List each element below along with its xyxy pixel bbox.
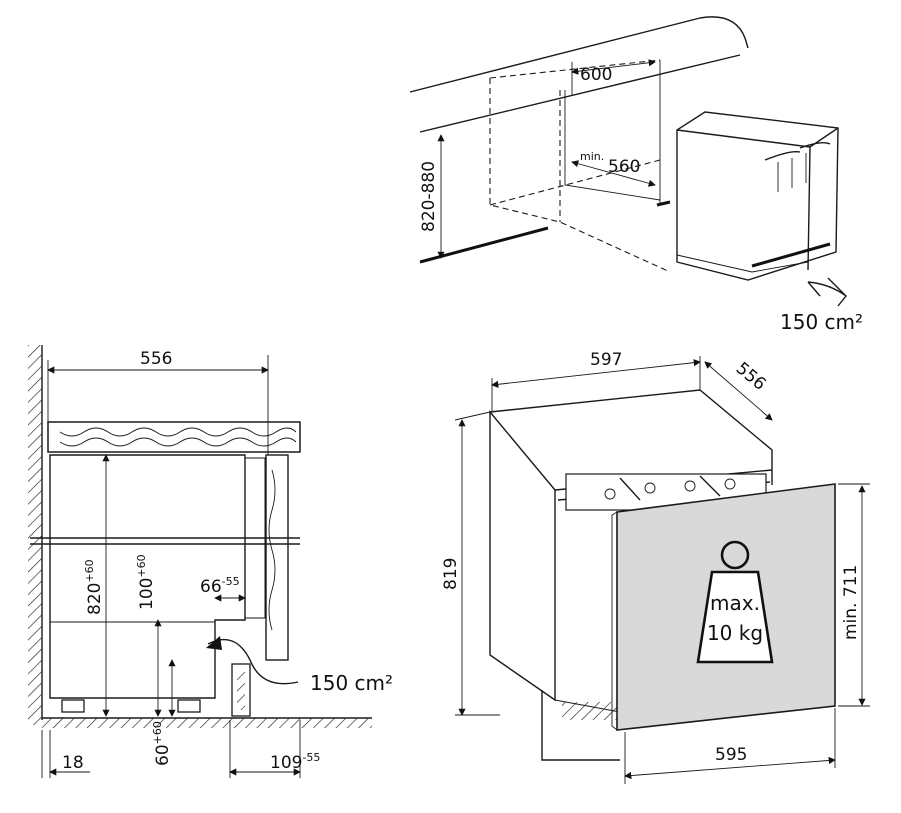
svg-text:66-55: 66-55 (200, 575, 240, 597)
foot-rear (61, 699, 85, 713)
dim-820-880: 820-880 (419, 161, 439, 232)
svg-text:820+60: 820+60 (83, 559, 105, 615)
dim-560: 560 (608, 157, 640, 177)
dim-819: 819 (441, 558, 461, 590)
svg-text:109-55: 109-55 (270, 751, 320, 773)
dim-109-tol: -55 (302, 751, 320, 764)
vent-area-side: 150 cm² (310, 671, 393, 695)
front-view: max. 10 kg 597 556 819 min. 711 595 (441, 350, 870, 784)
dim-556-side: 556 (140, 349, 172, 369)
vent-area-top: 150 cm² (780, 310, 863, 334)
dim-66-tol: -55 (222, 575, 240, 588)
weight-line1: max. (710, 591, 760, 615)
appliance-box (676, 111, 839, 281)
worktop-section (47, 421, 301, 453)
dim-min-711: min. 711 (841, 565, 861, 640)
plinth-line (419, 226, 549, 264)
furniture-door-section (265, 454, 289, 661)
vent-grille (231, 663, 251, 717)
svg-text:100+60: 100+60 (135, 554, 157, 610)
foot-front (177, 699, 201, 713)
svg-text:60+60: 60+60 (151, 721, 173, 766)
airflow-curve-icon (207, 638, 299, 685)
airflow-arrow-icon (807, 277, 847, 307)
dim-100: 100 (137, 578, 157, 610)
dim-min-label: min. (580, 150, 604, 163)
dim-109: 109 (270, 753, 302, 773)
weight-line2: 10 kg (707, 621, 763, 645)
appliance-section (49, 454, 246, 699)
top-view: 820-880 600 min. 560 150 cm² (409, 16, 863, 334)
weight-icon (696, 540, 774, 664)
dim-60: 60 (153, 744, 173, 766)
dim-597: 597 (590, 350, 622, 370)
cabinet-side (489, 410, 556, 702)
dim-820-tol: +60 (83, 559, 96, 582)
dim-60-tol: +60 (151, 721, 164, 744)
dim-66: 66 (200, 577, 222, 597)
dim-556-front: 556 (732, 359, 770, 395)
dim-600: 600 (580, 65, 612, 85)
dim-18: 18 (62, 753, 84, 773)
wall-hatch (28, 345, 42, 725)
dim-100-tol: +60 (135, 554, 148, 577)
floor-hatch (42, 718, 372, 728)
dim-820: 820 (85, 583, 105, 615)
worktop-edge (409, 16, 749, 93)
side-view: 556 820+60 100+60 66-55 60+60 18 109-55 … (28, 345, 393, 778)
dim-595: 595 (715, 745, 747, 765)
